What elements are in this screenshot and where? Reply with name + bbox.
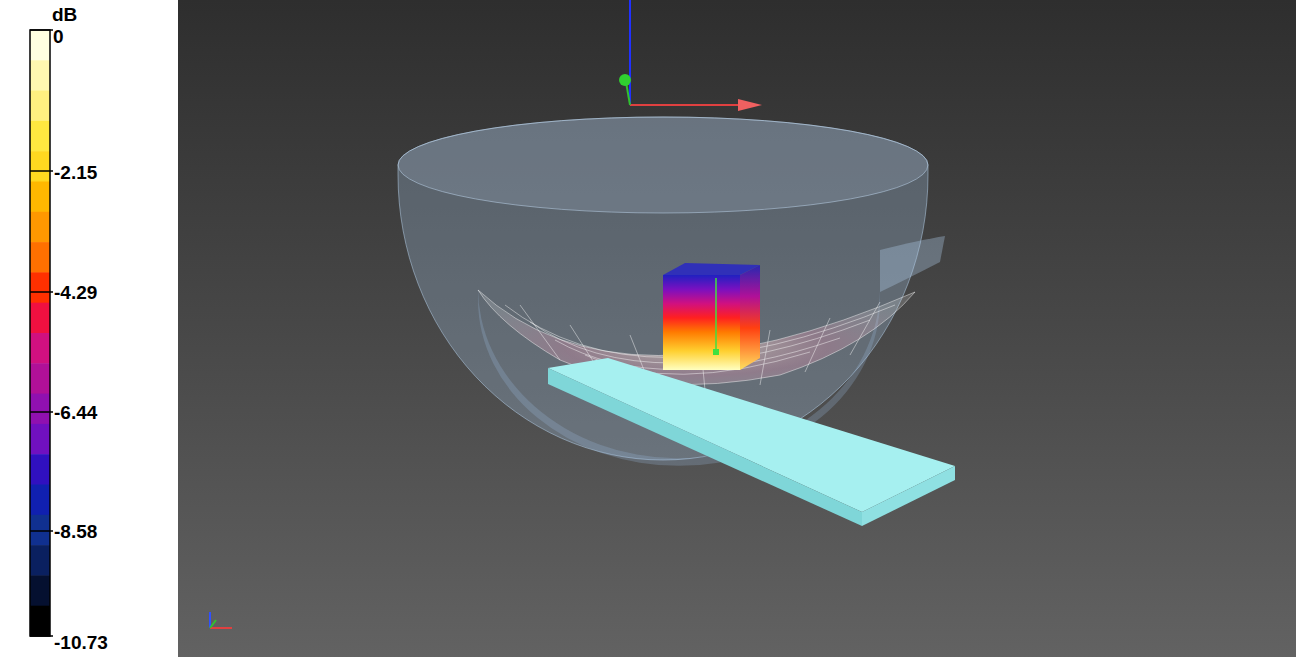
- color-band: [30, 242, 50, 273]
- color-band: [30, 606, 50, 637]
- color-band: [30, 60, 50, 91]
- color-band: [30, 515, 50, 546]
- axis-indicator: [210, 612, 232, 628]
- tick-value: 0: [53, 27, 64, 46]
- color-band: [30, 545, 50, 576]
- color-band: [30, 575, 50, 606]
- field-volume: [663, 263, 760, 370]
- color-band: [30, 30, 50, 61]
- tick-value: -8.58: [54, 522, 97, 541]
- color-band: [30, 212, 50, 243]
- color-band: [30, 303, 50, 334]
- color-band: [30, 424, 50, 455]
- color-band: [30, 333, 50, 364]
- substrate-board: [548, 358, 955, 526]
- color-band: [30, 394, 50, 425]
- bar-outline: [30, 30, 50, 636]
- color-band: [30, 485, 50, 516]
- tick-value: -4.29: [54, 283, 97, 302]
- color-band: [30, 151, 50, 182]
- unit-label: dB: [52, 5, 77, 24]
- tick-mark: [30, 170, 53, 172]
- color-band: [30, 91, 50, 122]
- color-bar: [30, 30, 53, 637]
- color-band: [30, 182, 50, 213]
- tick-mark: [30, 411, 53, 413]
- color-band: [30, 363, 50, 394]
- color-band: [30, 454, 50, 485]
- tick-mark: [30, 29, 53, 31]
- tick-value: -2.15: [54, 163, 97, 182]
- tick-mark: [30, 635, 53, 637]
- tick-value: -6.44: [54, 403, 97, 422]
- tick-mark: [30, 291, 53, 293]
- color-band: [30, 121, 50, 152]
- color-band: [30, 272, 50, 303]
- axis-triad: [619, 0, 762, 111]
- tick-value: -10.73: [54, 633, 108, 652]
- tick-mark: [30, 530, 53, 532]
